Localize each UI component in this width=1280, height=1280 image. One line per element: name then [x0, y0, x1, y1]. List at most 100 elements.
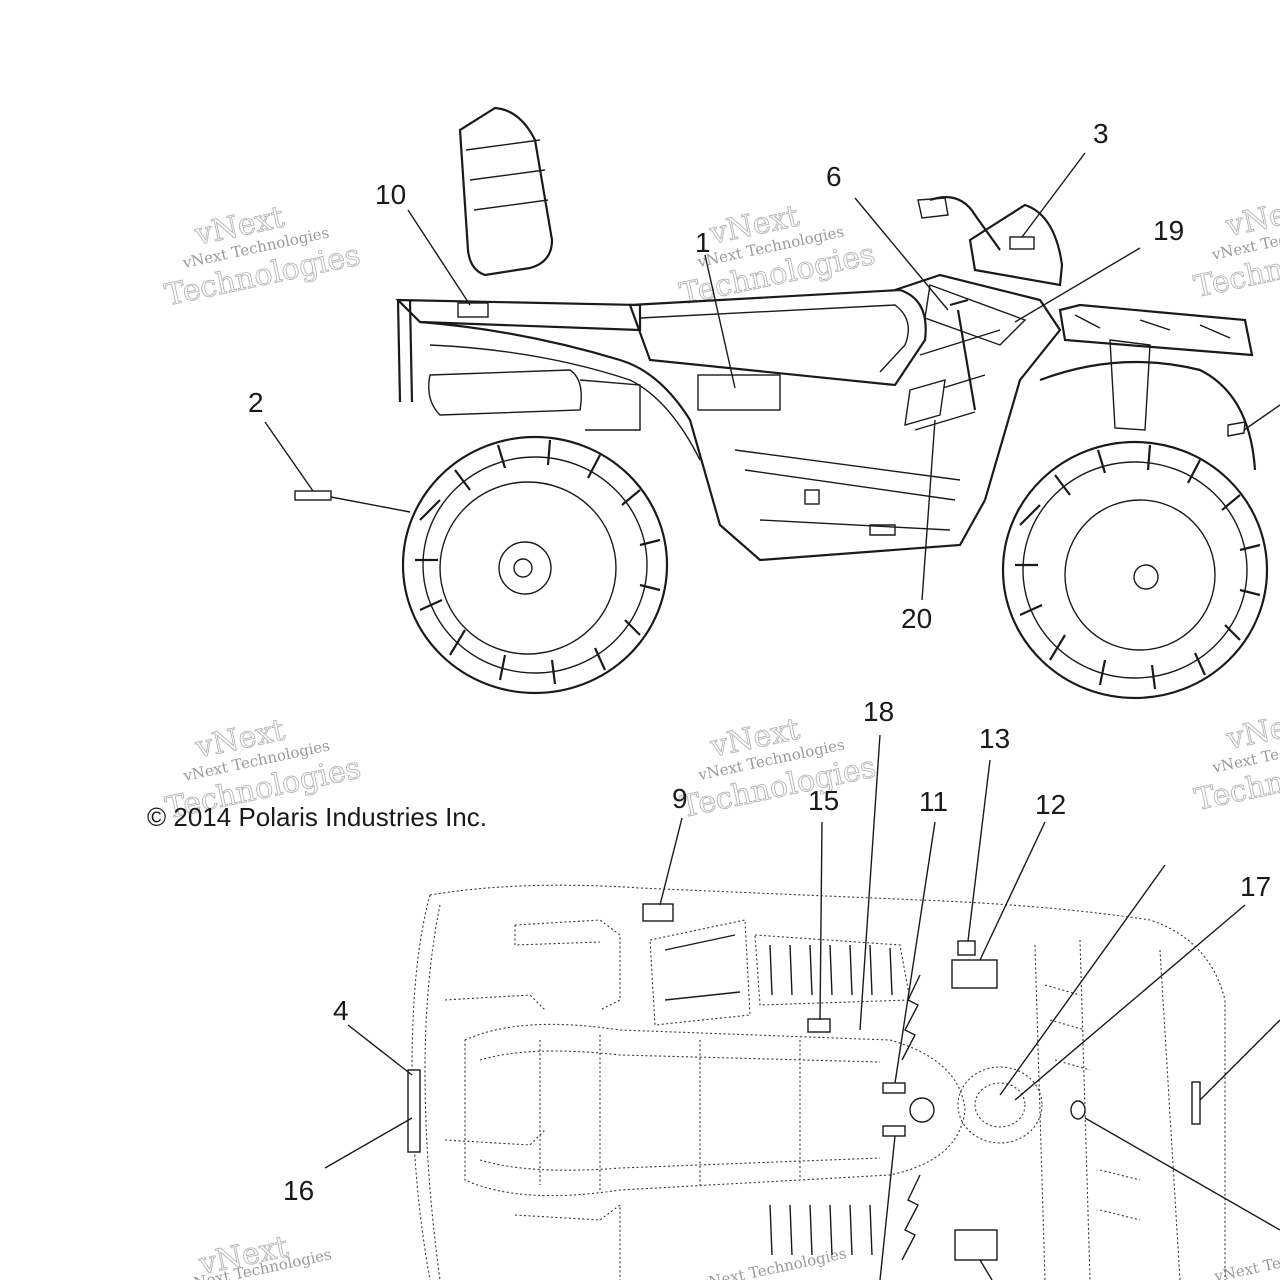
callout-12: 12 — [1035, 789, 1066, 820]
leader-11 — [894, 821, 936, 1084]
front-rack — [1058, 303, 1254, 357]
foot-peg — [869, 524, 896, 536]
callout-19: 19 — [1153, 215, 1184, 246]
seat-top — [464, 1023, 966, 1197]
callout-3: 3 — [1093, 118, 1109, 149]
front-wheel — [1001, 440, 1269, 700]
decal-9 — [642, 903, 674, 922]
leader-4 — [347, 1024, 413, 1076]
front-rack-detail — [1074, 314, 1231, 339]
leader-9 — [659, 817, 683, 906]
decal-20 — [904, 379, 946, 426]
tire-tread — [1015, 444, 1261, 690]
leader-16 — [324, 1117, 413, 1169]
watermark-text: vNext Technologies — [1212, 1237, 1280, 1280]
decal-11b — [882, 1125, 906, 1137]
decal-bottom — [954, 1229, 998, 1261]
decal-1 — [697, 374, 781, 411]
front-body — [894, 273, 1062, 501]
grab-handle-lower — [514, 1203, 621, 1280]
decal-front-side — [1227, 421, 1246, 437]
footwell-bolt — [804, 489, 820, 505]
decal-12 — [951, 959, 998, 989]
tire-tread — [415, 439, 661, 685]
backrest-pattern — [465, 139, 549, 211]
rear-rack — [395, 298, 642, 403]
callout-15: 15 — [808, 785, 839, 816]
leader-12 — [979, 821, 1046, 961]
grab-handle-upper — [514, 919, 621, 1011]
leader-11-lower — [879, 1135, 896, 1280]
leader-bottom — [979, 1259, 993, 1280]
body-outline-left-inner — [424, 904, 441, 1280]
footwell-lines — [734, 449, 961, 531]
callout-6: 6 — [826, 161, 842, 192]
leader-15 — [819, 821, 823, 1021]
leader-3 — [1021, 152, 1086, 238]
fender-detail — [429, 344, 701, 461]
leader-front — [1243, 404, 1280, 431]
leader-6 — [854, 197, 949, 311]
leader-front-top — [1199, 1019, 1280, 1101]
leader-1 — [704, 254, 736, 389]
watermark-text: vNext Technologies — [698, 1244, 848, 1280]
spring-lower — [901, 1174, 921, 1261]
decal-2 — [294, 490, 332, 501]
leader-18 — [859, 734, 881, 1031]
exhaust-muffler — [428, 369, 582, 416]
seat-grid — [539, 1035, 801, 1190]
seat-contours — [479, 1050, 881, 1171]
engine-block — [579, 379, 641, 431]
decal-front-top — [1191, 1081, 1201, 1125]
callout-16: 16 — [283, 1175, 314, 1206]
front-rack-lines — [1034, 939, 1181, 1280]
decal-13 — [957, 940, 976, 956]
decal-10 — [457, 302, 489, 318]
callout-13: 13 — [979, 723, 1010, 754]
footwell-upper — [649, 919, 751, 1026]
leader-13 — [967, 759, 991, 942]
leader-19 — [1014, 247, 1141, 323]
front-shock — [1109, 339, 1151, 431]
leader-10 — [407, 209, 471, 306]
leader-2 — [264, 421, 411, 513]
callout-9: 9 — [672, 783, 688, 814]
callout-20: 20 — [901, 603, 932, 634]
callout-2: 2 — [248, 387, 264, 418]
footwell-upper-edges — [664, 934, 741, 1001]
seat-edge — [639, 304, 909, 373]
callout-10: 10 — [375, 179, 406, 210]
atv-top-view: 9 11 12 13 15 18 4 16 17 — [283, 696, 1280, 1280]
headlight-pod — [968, 203, 1064, 287]
tread-slots-upper — [769, 944, 893, 996]
leader-fuel — [999, 864, 1166, 1096]
front-panel — [924, 284, 1027, 346]
fuel-cap-ring — [957, 1066, 1043, 1144]
front-cap — [1070, 1100, 1086, 1120]
callout-11: 11 — [919, 786, 948, 817]
spring-upper — [901, 974, 921, 1061]
handlebar-grip — [917, 197, 949, 219]
atv-side-view: 1 2 3 6 10 19 20 — [248, 106, 1280, 700]
leader-front-cap — [1084, 1117, 1280, 1231]
callout-1: 1 — [695, 227, 711, 258]
handlebar — [929, 196, 1001, 251]
ignition — [909, 1097, 935, 1123]
tread-slots-lower — [769, 1204, 873, 1256]
backrest — [458, 106, 554, 277]
body-outline-top — [429, 884, 1226, 1280]
callout-4: 4 — [333, 995, 349, 1026]
fuel-cap — [974, 1082, 1026, 1128]
shift-lever — [949, 298, 977, 411]
rear-fender — [419, 320, 986, 562]
decal-11 — [882, 1082, 906, 1094]
callout-17: 17 — [1240, 871, 1271, 902]
rear-wheel — [401, 435, 669, 695]
decal-4 — [407, 1069, 421, 1153]
front-rack-cross — [1044, 984, 1141, 1221]
footwell-tread-upper — [754, 934, 911, 1006]
leader-20 — [921, 419, 936, 601]
decal-15 — [807, 1018, 831, 1033]
copyright-text: © 2014 Polaris Industries Inc. — [147, 802, 487, 832]
